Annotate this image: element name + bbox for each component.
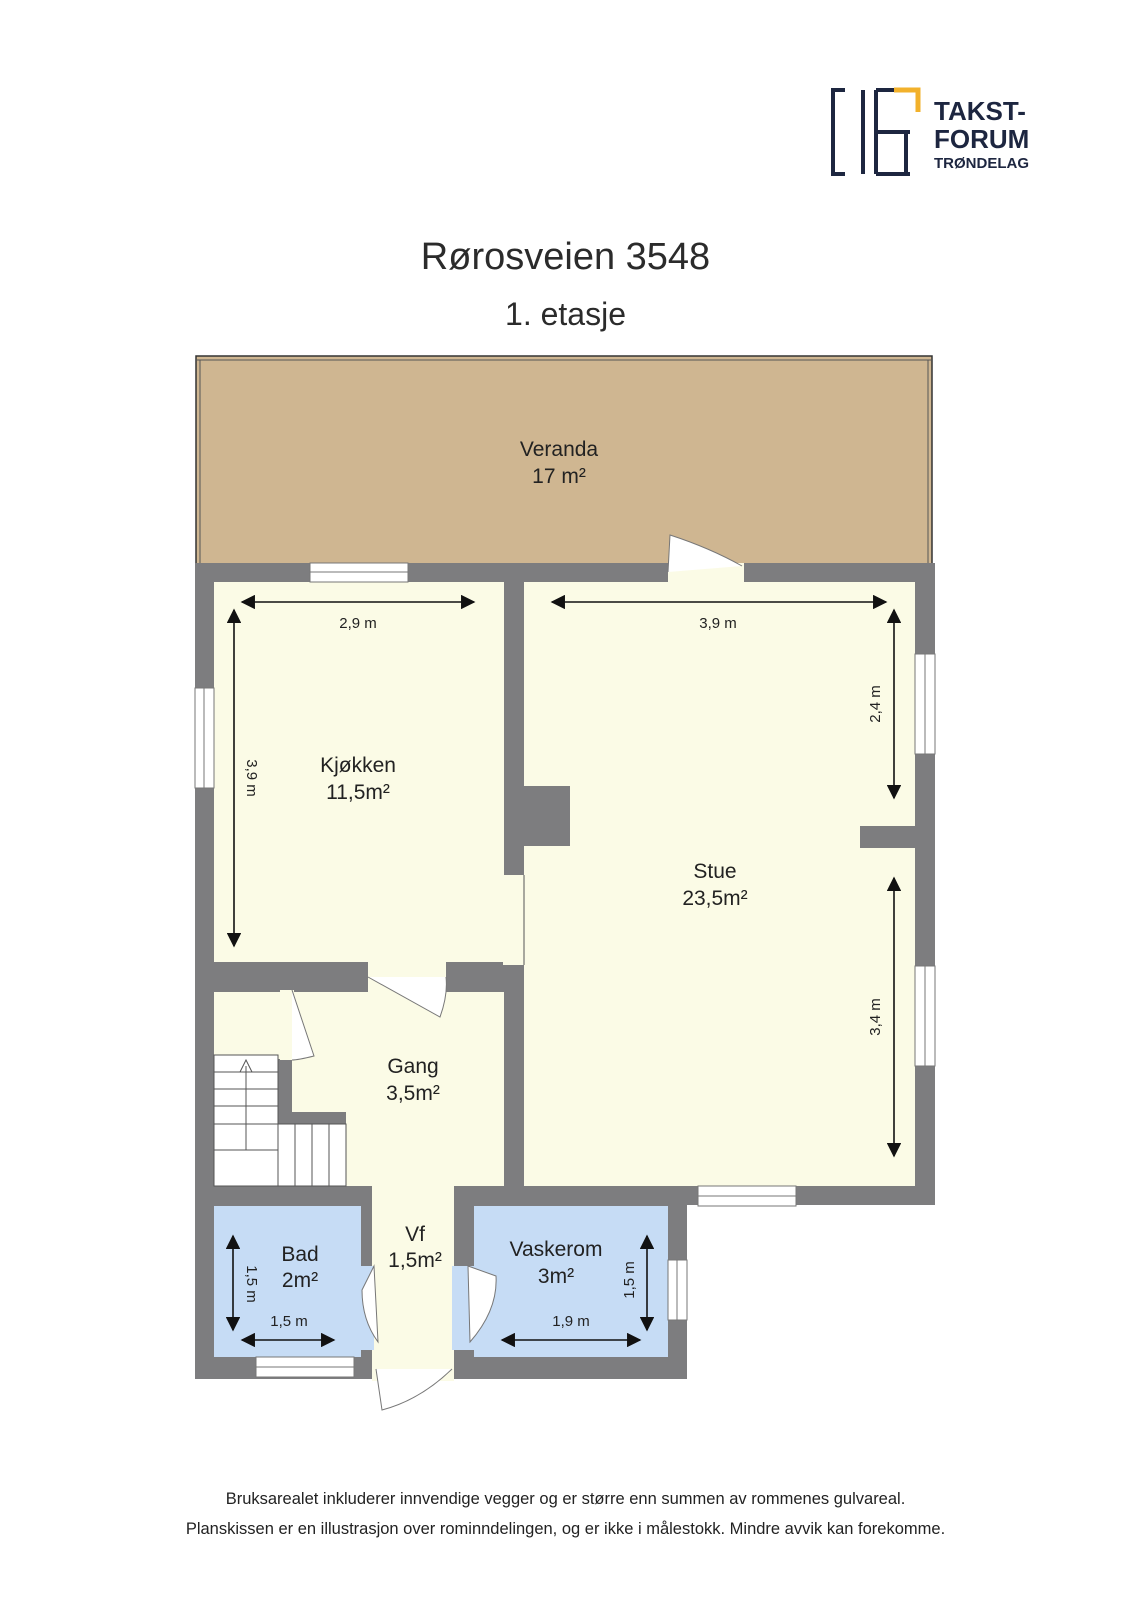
takstforum-logo: TAKST- FORUM TRØNDELAG [831,87,1029,176]
veranda-area: 17 m² [532,465,586,488]
dimension-lines [225,594,902,1348]
kjokken-area: 11,5m² [326,781,390,804]
staircase-icon [213,1054,347,1187]
dim-stue-lower: 3,4 m [867,998,884,1036]
stue-name: Stue [693,860,736,883]
vf-name: Vf [405,1223,425,1246]
dim-vaskerom-height: 1,5 m [621,1261,638,1299]
chimney [520,786,570,846]
vaskerom-door-icon [452,1265,497,1350]
logo-line-2: FORUM [934,124,1029,154]
stue-area: 23,5m² [682,887,747,910]
gang-area: 3,5m² [386,1082,440,1105]
room-stue [524,582,915,1186]
bad-name: Bad [281,1243,318,1266]
bad-door-icon [358,1264,379,1350]
dim-kjokken-width: 2,9 m [339,615,377,632]
kitchen-door-icon [367,962,447,1018]
vaskerom-area: 3m² [538,1265,574,1288]
logo-accent-icon [894,87,921,112]
vf-area: 1,5m² [388,1249,442,1272]
veranda [195,355,933,567]
footer-disclaimer: Bruksarealet inkluderer innvendige vegge… [0,1484,1131,1544]
kjokken-name: Kjøkken [320,754,396,777]
veranda-door-icon [667,534,744,582]
logo-line-1: TAKST- [934,96,1026,126]
veranda-name: Veranda [520,438,599,461]
dim-kjokken-height: 3,9 m [243,759,260,797]
footer-line-2: Planskissen er en illustrasjon over romi… [185,1520,946,1538]
dim-bad-height: 1,5 m [243,1265,260,1303]
room-vaskerom [474,1206,668,1357]
room-vf [372,1186,454,1369]
dim-stue-width: 3,9 m [699,615,737,632]
plan-subtitle: 1. etasje [505,296,626,332]
footer-line-1: Bruksarealet inkluderer innvendige vegge… [225,1490,906,1508]
dim-stue-upper: 2,4 m [867,685,884,723]
dim-vaskerom-width: 1,9 m [552,1313,590,1330]
entrance-door-icon [372,1357,454,1411]
bad-area: 2m² [282,1269,318,1292]
dim-bad-width: 1,5 m [270,1313,308,1330]
logo-mark-icon [831,88,910,176]
vaskerom-name: Vaskerom [510,1238,603,1261]
room-kjokken [214,582,504,962]
gang-name: Gang [387,1055,438,1078]
windows [194,562,936,1378]
logo-line-3: TRØNDELAG [934,155,1029,172]
plan-title: Rørosveien 3548 [420,236,711,278]
closet-door-icon [280,989,315,1061]
